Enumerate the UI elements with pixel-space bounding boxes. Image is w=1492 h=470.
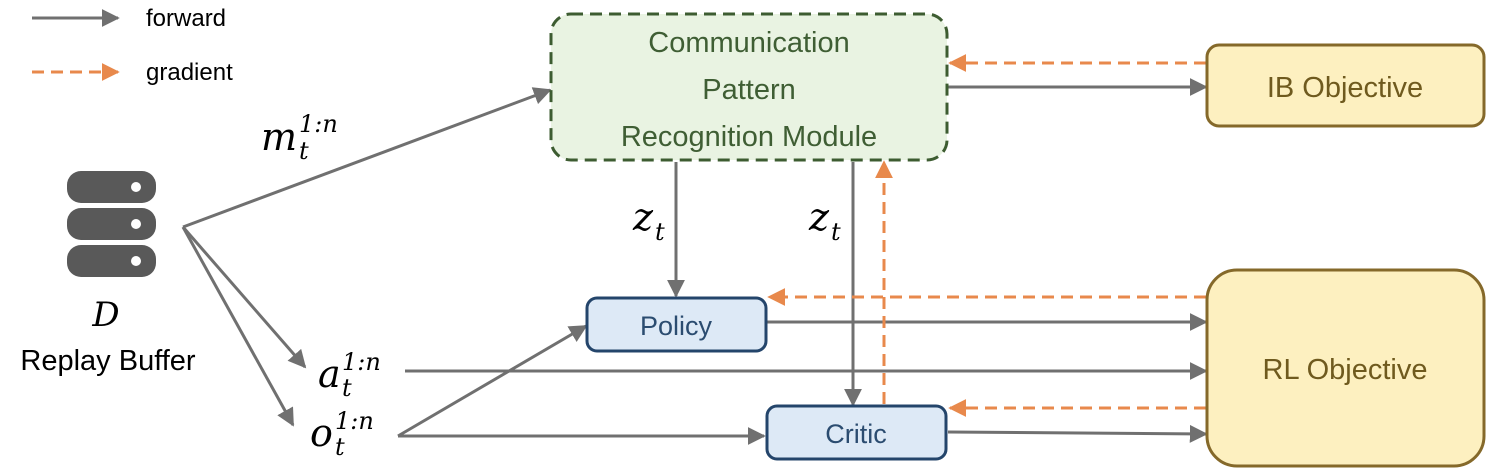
database-icon [67, 171, 156, 277]
critic-label: Critic [825, 419, 887, 449]
var-z-critic: z t [808, 195, 841, 246]
var-a-sup: 1:n [342, 348, 381, 376]
arrow-buffer-to-o [181, 226, 295, 427]
arrow-o-to-policy [397, 324, 588, 438]
rl-objective-label: RL Objective [1263, 354, 1428, 386]
arrow-buffer-to-cprm [182, 87, 552, 229]
rl-objective-node: RL Objective [1205, 268, 1486, 468]
var-z-critic-sub: t [831, 218, 841, 246]
cprm-node: Communication Pattern Recognition Module [549, 12, 949, 162]
var-m-sup: 1:n [299, 110, 338, 138]
var-o: o 1:n t [310, 407, 374, 461]
var-a-sub: t [342, 374, 352, 402]
arrow-buffer-to-a [181, 226, 307, 369]
var-a-base: a [318, 352, 341, 396]
var-m-sub: t [299, 137, 309, 165]
replay-buffer: D Replay Buffer [20, 171, 196, 377]
ib-objective-label: IB Objective [1267, 72, 1423, 104]
rl-objective-box [1205, 268, 1486, 468]
ib-objective-box [1205, 43, 1486, 128]
arrow-critic-to-rl [947, 424, 1208, 443]
replay-buffer-label: Replay Buffer [20, 345, 196, 377]
policy-node: Policy [585, 296, 768, 353]
legend-forward-label: forward [146, 5, 226, 32]
var-o-sup: 1:n [335, 407, 374, 435]
critic-node: Critic [765, 404, 948, 461]
var-o-sub: t [335, 433, 345, 461]
var-m-base: m [261, 115, 297, 159]
var-z-policy-base: z [632, 195, 654, 239]
var-m: m 1:n t [261, 110, 338, 165]
legend: forward gradient [32, 5, 233, 86]
var-z-policy: z t [632, 195, 665, 246]
legend-gradient-label: gradient [146, 59, 233, 86]
var-a: a 1:n t [318, 348, 381, 402]
policy-label: Policy [640, 311, 713, 341]
policy-box [585, 296, 768, 353]
replay-buffer-symbol: D [91, 295, 119, 335]
var-z-critic-base: z [808, 195, 830, 239]
cprm-label-line3: Recognition Module [621, 121, 877, 153]
forward-arrows [181, 78, 1208, 445]
critic-box [765, 404, 948, 461]
cprm-label-line1: Communication [648, 27, 849, 59]
cprm-box [549, 12, 949, 162]
cprm-label-line2: Pattern [702, 74, 796, 106]
ib-objective-node: IB Objective [1205, 43, 1486, 128]
var-o-base: o [310, 411, 333, 455]
var-z-policy-sub: t [655, 218, 665, 246]
gradient-arrows [767, 54, 1206, 417]
